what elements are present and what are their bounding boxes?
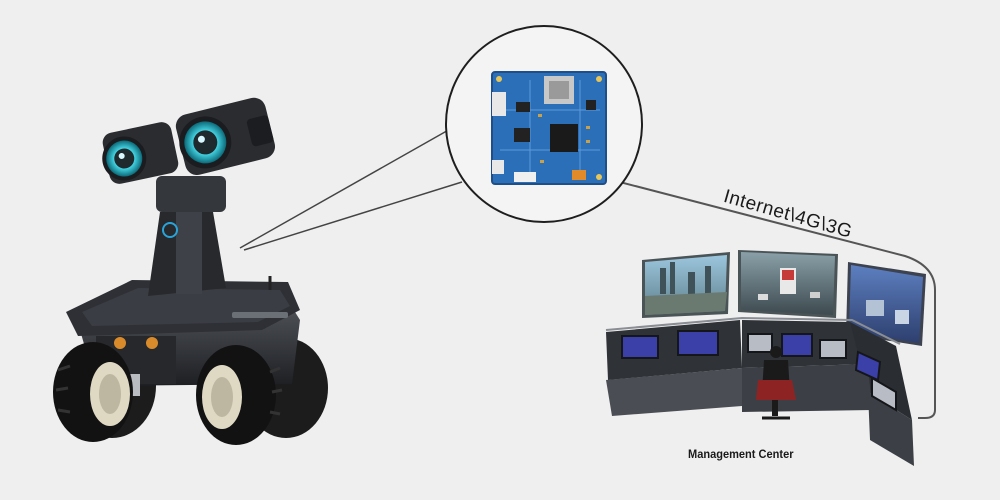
robot-to-board-connectors [239, 127, 463, 251]
network-cable [611, 179, 936, 419]
management-center-label: Management Center [688, 447, 794, 461]
robot-icon [53, 97, 328, 445]
video-wall [642, 250, 926, 346]
operator-figure [756, 346, 796, 420]
control-room-icon [605, 250, 926, 466]
circuit-board-icon [491, 71, 607, 185]
